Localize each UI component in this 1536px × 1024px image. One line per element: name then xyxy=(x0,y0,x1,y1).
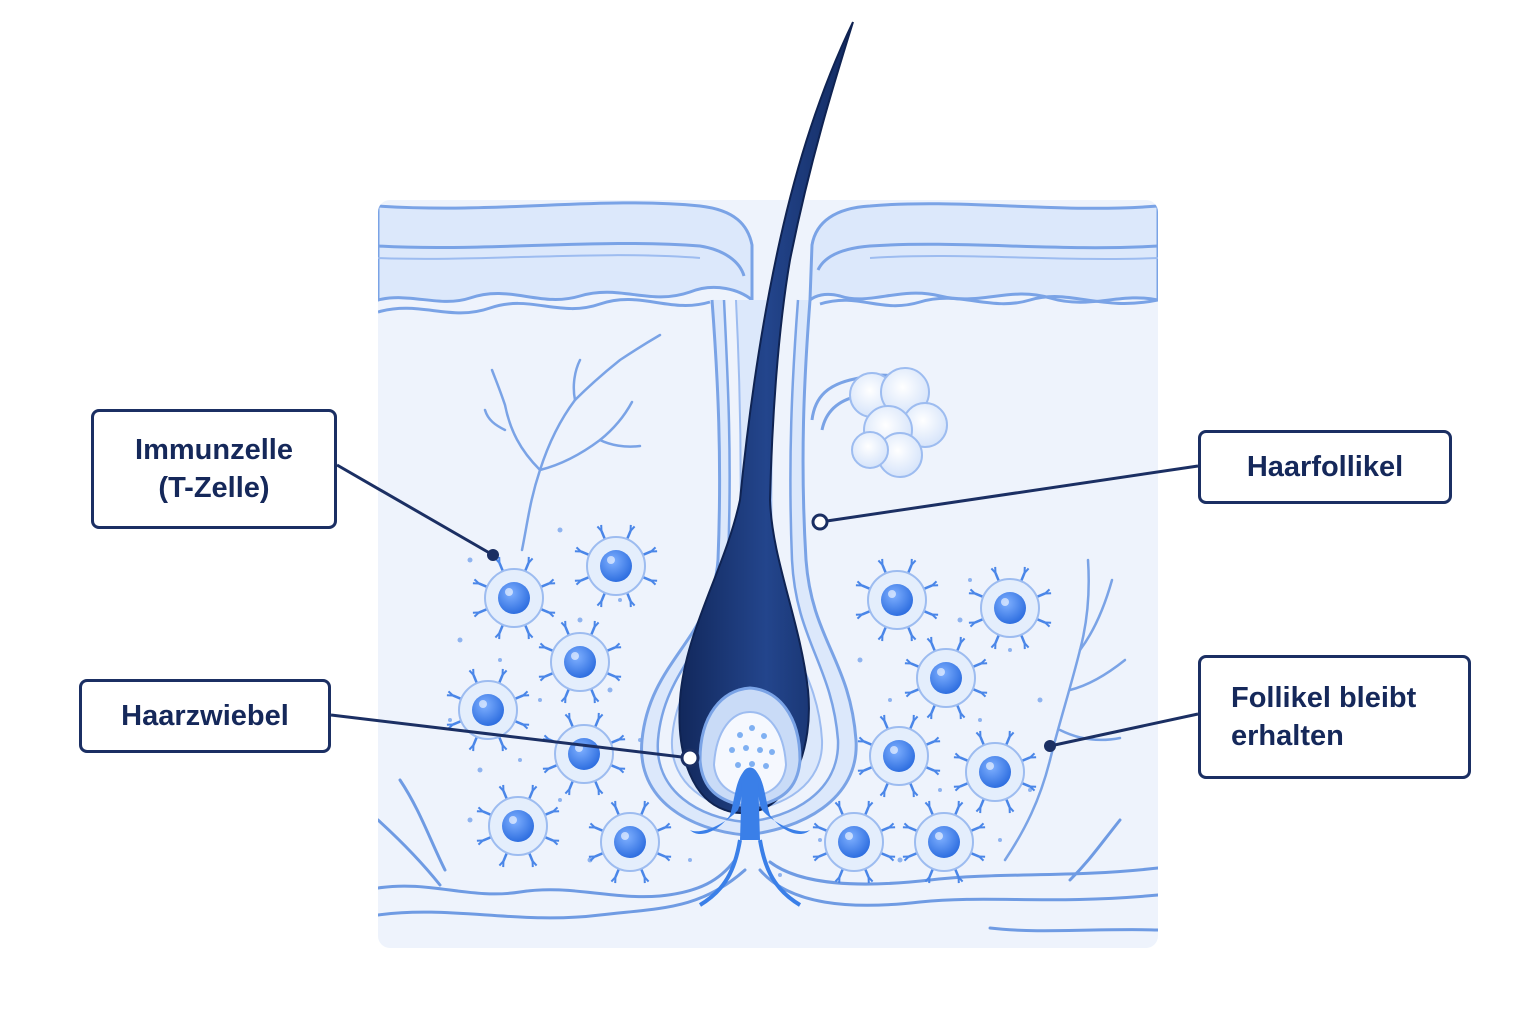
t-cell-icon xyxy=(904,636,988,720)
sebaceous-gland-icon xyxy=(810,367,948,478)
hair-bulb xyxy=(690,686,810,907)
epidermis-left xyxy=(378,201,754,304)
t-cell-icon xyxy=(588,800,672,884)
capillary-icon xyxy=(1003,558,1127,862)
t-cell-icon xyxy=(446,668,530,752)
t-cell-icon xyxy=(857,714,941,798)
capillary-icon xyxy=(483,333,662,552)
t-cell-icon xyxy=(902,800,986,884)
epidermis-right xyxy=(808,202,1158,304)
label-immune-cell: Immunzelle (T-Zelle) xyxy=(91,409,337,529)
t-cell-icon xyxy=(538,620,622,704)
leader-dots xyxy=(487,513,1056,768)
t-cell-icon xyxy=(476,784,560,868)
t-cell-icon xyxy=(855,558,939,642)
t-cell-icon xyxy=(574,524,658,608)
immune-cells xyxy=(446,524,1052,884)
label-immune-cell-line1: Immunzelle xyxy=(135,434,293,466)
label-follicle-preserved-line1: Follikel bleibt xyxy=(1231,682,1417,714)
t-cell-icon xyxy=(542,712,626,796)
label-hair-bulb: Haarzwiebel xyxy=(79,679,331,753)
label-follicle-preserved: Follikel bleibt erhalten xyxy=(1198,655,1471,779)
label-immune-cell-line2: (T-Zelle) xyxy=(158,472,270,504)
hair-shaft xyxy=(678,21,854,814)
t-cell-icon xyxy=(953,730,1037,814)
leader-lines xyxy=(330,463,1199,760)
label-hair-bulb-text: Haarzwiebel xyxy=(121,700,289,732)
label-hair-follicle: Haarfollikel xyxy=(1198,430,1452,504)
t-cell-icon xyxy=(472,556,556,640)
label-hair-follicle-text: Haarfollikel xyxy=(1246,451,1404,483)
label-follicle-preserved-line2: erhalten xyxy=(1231,720,1344,752)
t-cell-icon xyxy=(812,800,896,884)
t-cell-icon xyxy=(968,566,1052,650)
